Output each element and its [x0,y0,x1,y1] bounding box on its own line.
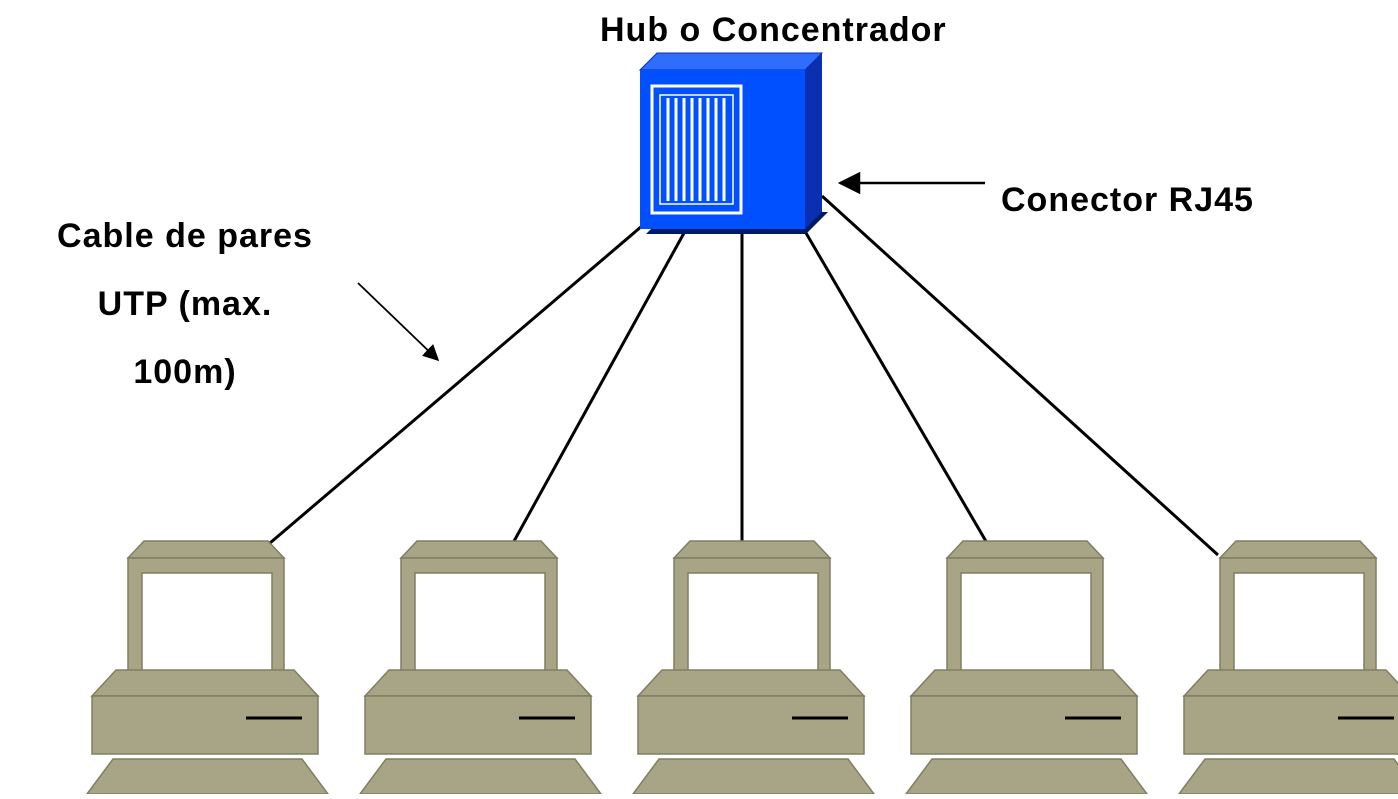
case [91,695,319,755]
monitor-screen [414,572,546,676]
keyboard [85,758,330,795]
hub-side [805,53,822,229]
cables [269,194,1220,557]
cable-label-line-3: 100m) [133,353,237,391]
case [910,695,1138,755]
monitor-top [1218,540,1378,559]
computer-icon [358,540,603,795]
case-top [636,669,866,697]
case-top [909,669,1139,697]
computer-icon [631,540,876,795]
hub-panel-inner [659,94,734,205]
case [364,695,592,755]
case [1183,695,1398,755]
hub-icon [638,52,828,234]
monitor-screen [141,572,273,676]
cable-arrow [357,282,440,362]
monitor-screen [687,572,819,676]
hub-ports [666,98,726,201]
case-top [90,669,320,697]
cable-label: Cable de pares UTP (max. 100m) [10,202,360,406]
keyboard [904,758,1149,795]
monitor-screen [1233,572,1365,676]
computer-icon [85,540,330,795]
hub-panel [650,84,743,215]
computers [85,540,1398,795]
monitor-top [672,540,832,559]
monitor-top [126,540,286,559]
keyboard [1177,758,1398,795]
computer-icon [904,540,1149,795]
cable-label-line-2: UTP (max. [97,285,273,323]
keyboard [631,758,876,795]
cable-2 [511,232,686,544]
case-top [1182,669,1398,697]
monitor-top [945,540,1105,559]
monitor-screen [960,572,1092,676]
hub-top [638,52,824,71]
hub-title: Hub o Concentrador [600,11,947,49]
case-top [363,669,593,697]
cable-4 [804,232,989,544]
case [637,695,865,755]
computer-icon [1177,540,1398,795]
keyboard [358,758,603,795]
monitor-top [399,540,559,559]
cable-label-line-1: Cable de pares [57,217,313,255]
connector-label: Conector RJ45 [1001,181,1254,219]
cable-1 [269,224,643,545]
cable-5 [820,194,1220,557]
